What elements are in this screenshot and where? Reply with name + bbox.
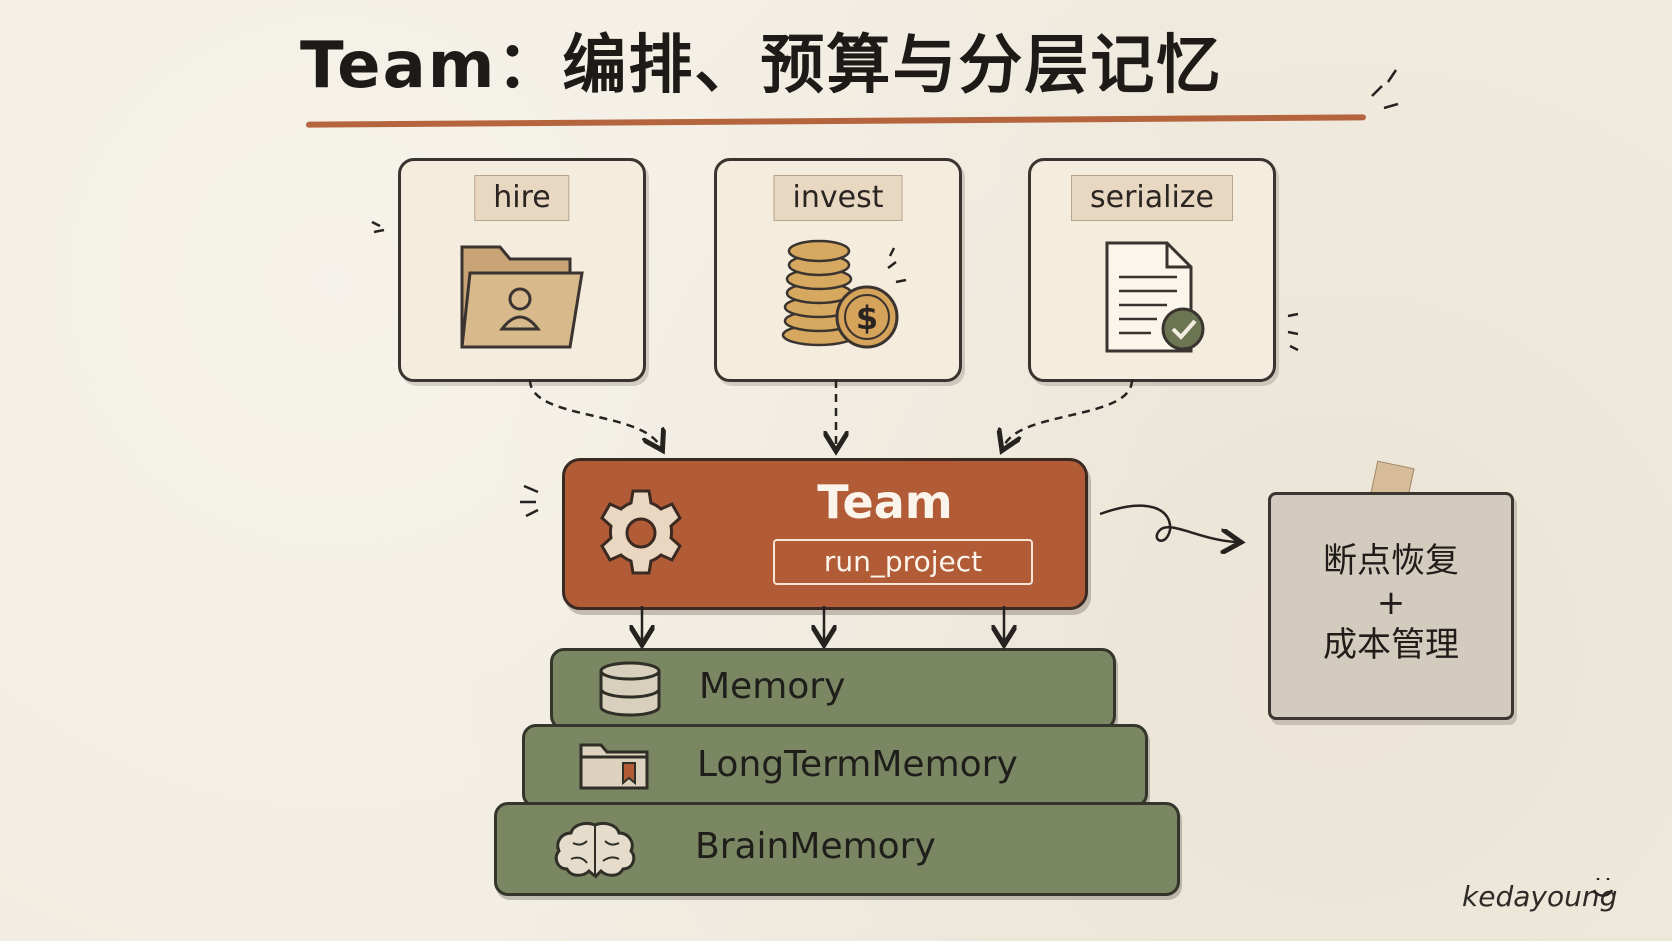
svg-text:$: $ [856,299,878,337]
run-project-method: run_project [773,539,1033,585]
note-line-2: 成本管理 [1323,625,1459,665]
page-title: Team：编排、预算与分层记忆 [300,29,1223,103]
signature: kedayoung [1462,880,1618,913]
brain-icon [553,819,637,885]
note-line-1: 断点恢复 [1323,541,1459,581]
invest-card: invest $ [714,158,962,382]
serialize-arrow [1004,379,1134,446]
team-to-note-arrow [1099,504,1236,542]
hire-arrow [528,379,660,446]
brain-memory-label: BrainMemory [695,826,936,867]
team-title: Team [817,475,953,529]
sketch-marks [371,69,1614,897]
coins-dollar-icon: $ [763,237,913,361]
serialize-card: serialize [1028,158,1276,382]
folder-bookmark-icon [577,739,651,797]
hire-card: hire [398,158,646,382]
sticky-note: 断点恢复 + 成本管理 [1268,492,1514,720]
brain-memory-layer: BrainMemory [494,802,1180,896]
gear-icon [593,485,689,585]
database-icon [597,661,663,721]
long-term-memory-layer: LongTermMemory [522,724,1148,808]
folder-user-icon [452,237,592,361]
serialize-label: serialize [1070,175,1234,221]
document-check-icon [1087,237,1217,361]
hire-label: hire [474,175,570,221]
long-term-memory-label: LongTermMemory [697,744,1018,785]
note-plus: + [1376,583,1406,623]
invest-label: invest [773,175,903,221]
team-box: Team run_project [562,458,1088,610]
memory-label: Memory [699,666,846,707]
